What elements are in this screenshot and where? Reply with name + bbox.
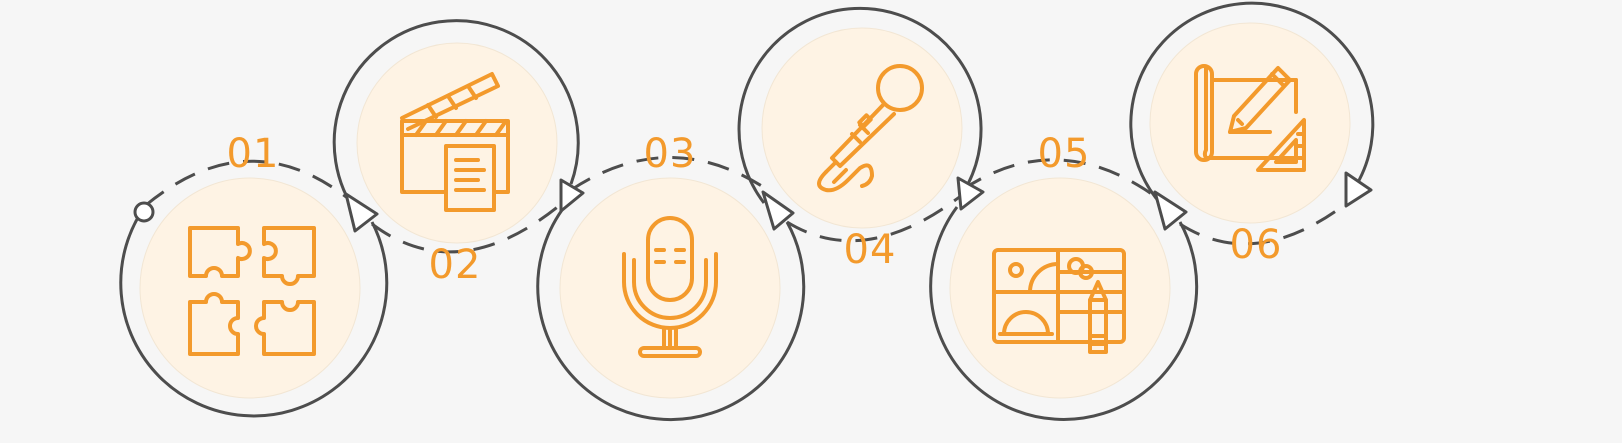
step-01-disc (139, 177, 361, 399)
connector-05-top (961, 158, 1161, 202)
step-05-ring (929, 206, 1199, 421)
step-03-disc (559, 177, 781, 399)
arrow-5-icon (1153, 190, 1188, 231)
step-04-ring (737, 6, 983, 204)
connector-06-bottom (1179, 193, 1358, 246)
step-01-number: 01 (227, 131, 280, 177)
blueprint-drafting-icon (1194, 64, 1306, 172)
step-04-number: 04 (844, 227, 897, 273)
handheld-microphone-icon (817, 64, 924, 193)
connector-01-top (145, 159, 351, 207)
step-02-disc (356, 42, 558, 244)
connector-02-bottom (371, 198, 567, 254)
arrow-6-icon (1344, 171, 1373, 208)
arrow-1-icon (344, 192, 379, 233)
step-03-ring (536, 209, 806, 422)
puzzle-icon (188, 226, 316, 356)
step-02-number: 02 (429, 242, 482, 288)
clapperboard-icon (400, 72, 510, 212)
studio-microphone-icon (622, 216, 718, 358)
step-06-ring (1129, 1, 1375, 204)
arrow-4-icon (956, 176, 985, 211)
step-06-number: 06 (1230, 222, 1283, 268)
connector-04-bottom (786, 193, 963, 243)
arrow-2-icon (559, 178, 585, 213)
step-01-ring (119, 204, 389, 418)
step-02-ring (332, 19, 580, 216)
step-03-number: 03 (644, 131, 697, 177)
connector-03-top (570, 156, 769, 192)
start-node-icon (133, 201, 155, 223)
storyboard-design-icon (992, 248, 1126, 354)
step-05-number: 05 (1038, 131, 1091, 177)
arrow-3-icon (761, 190, 795, 231)
